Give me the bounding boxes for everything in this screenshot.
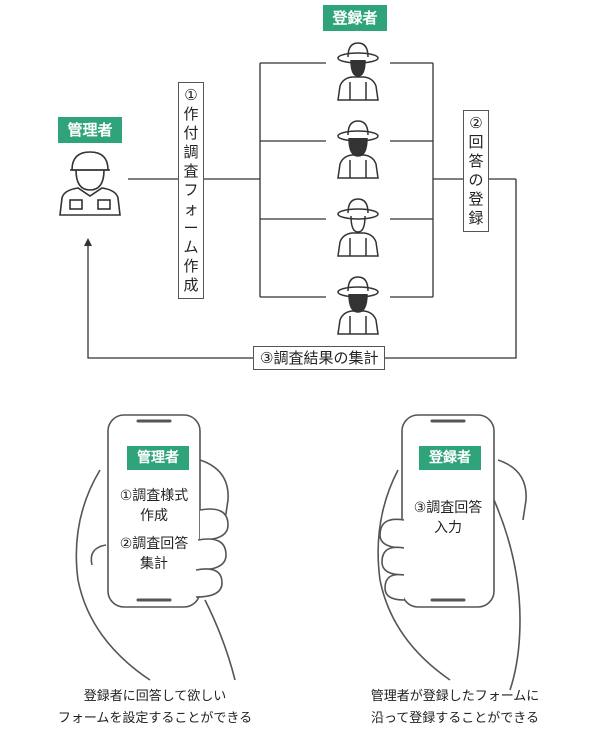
return-loop	[87, 179, 517, 359]
phone-left-step2: ②調査回答 集計	[108, 534, 200, 574]
phone-right-step3: ③調査回答 入力	[402, 498, 494, 538]
admin-worker-icon	[59, 151, 121, 216]
farmer-icon-3	[337, 198, 379, 257]
registrant-badge: 登録者	[323, 5, 387, 31]
phone-right-badge: 登録者	[419, 446, 481, 470]
caption-right-line2: 沿って登録することができる	[370, 711, 540, 726]
admin-badge: 管理者	[58, 117, 122, 143]
phone-left-line4: 集計	[140, 556, 168, 572]
caption-left: 登録者に回答して欲しい フォームを設定することができる	[20, 686, 290, 730]
farmer-icon-4	[337, 276, 379, 335]
caption-right: 管理者が登録したフォームに 沿って登録することができる	[320, 686, 590, 730]
farmer-icon-2	[337, 120, 379, 179]
caption-left-line1: 登録者に回答して欲しい	[83, 689, 227, 704]
phone-left-line1: ①調査様式	[119, 488, 189, 504]
phone-left-line2: 作成	[140, 508, 168, 524]
caption-right-line1: 管理者が登録したフォームに	[370, 689, 540, 704]
phone-left-step1: ①調査様式 作成	[108, 486, 200, 526]
phone-left-badge: 管理者	[127, 446, 189, 470]
phone-right-line1: ③調査回答	[413, 500, 483, 516]
return-arrowhead	[84, 238, 92, 246]
phone-right-line2: 入力	[434, 520, 462, 536]
farmer-icon-1	[337, 42, 379, 101]
phone-left-line3: ②調査回答	[119, 536, 189, 552]
step3-label: ③調査結果の集計	[253, 346, 386, 370]
caption-left-line2: フォームを設定することができる	[57, 711, 253, 726]
